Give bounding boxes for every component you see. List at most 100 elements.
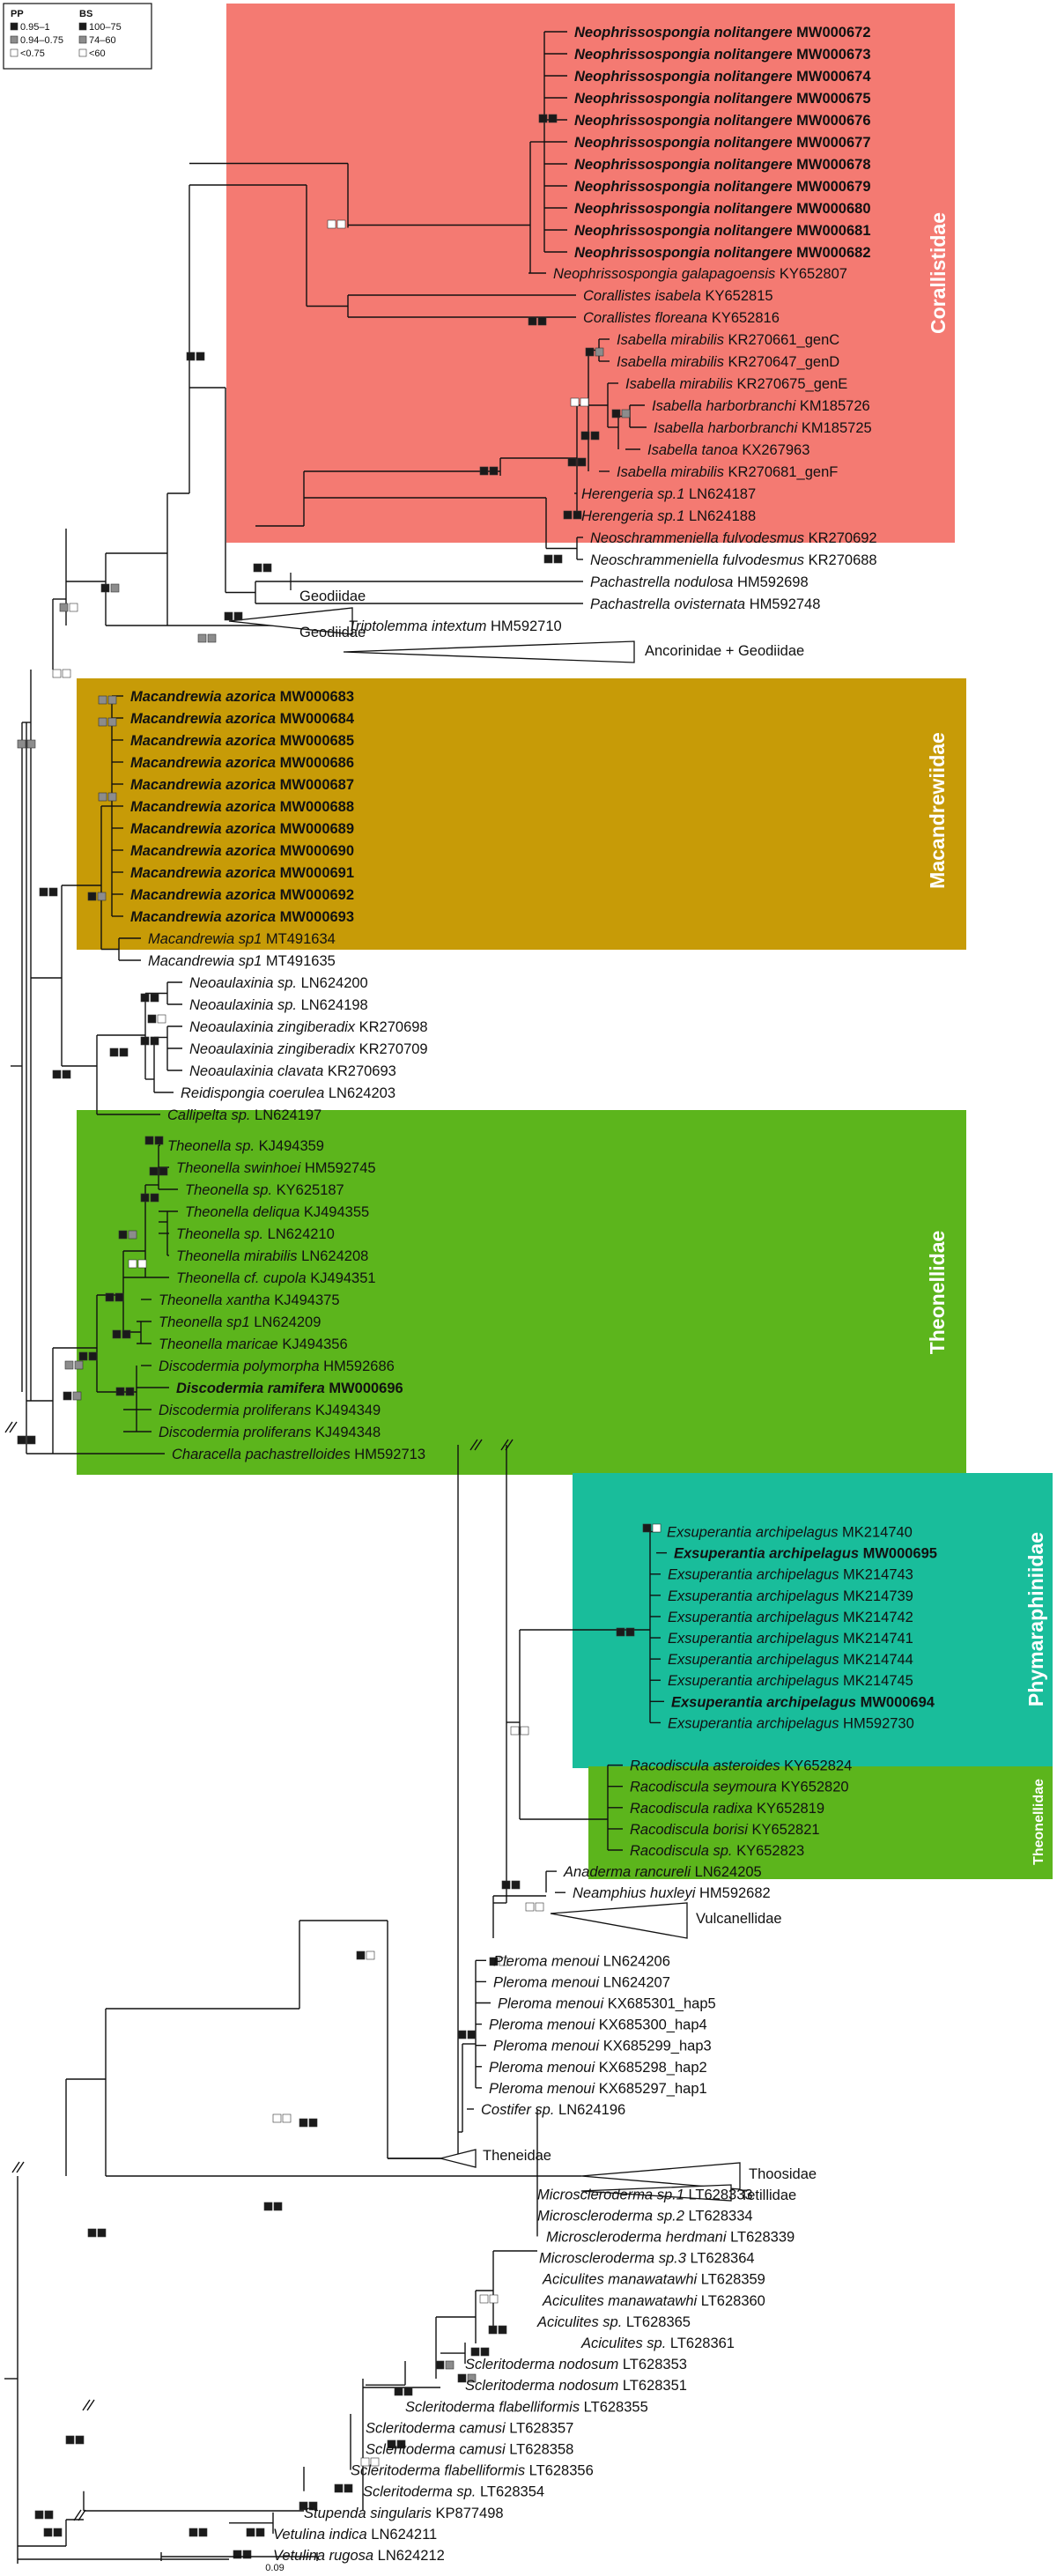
taxon-label: Racodiscula radixa KY652819	[630, 1801, 824, 1817]
taxon-label: Racodiscula borisi KY652821	[630, 1822, 820, 1838]
support-square	[611, 409, 621, 418]
support-square	[537, 316, 547, 326]
taxon-label: Exsuperantia archipelagus MK214744	[668, 1652, 913, 1668]
support-square	[595, 347, 604, 357]
clade-box	[573, 1473, 1053, 1768]
support-square	[224, 611, 233, 621]
taxon-label: Microscleroderma sp.3 LT628364	[539, 2251, 755, 2267]
taxon-label: Pachastrella ovisternata HM592748	[590, 596, 820, 612]
taxon-label: Isabella mirabilis KR270675_genE	[625, 376, 847, 392]
support-square	[499, 1957, 508, 1966]
support-square	[128, 1259, 137, 1269]
clade-labels: CorallistidaeMacandrewiidaeTheonellidaeP…	[926, 212, 1047, 1865]
support-square	[109, 1047, 119, 1057]
support-square	[535, 1902, 544, 1912]
taxon-label: Racodiscula sp. KY652823	[630, 1843, 804, 1859]
taxon-label: Neamphius huxleyi HM592682	[573, 1885, 771, 1901]
taxon-label: Theonella cf. cupola KJ494351	[176, 1270, 376, 1286]
clade-label: Theonellidae	[926, 1231, 949, 1355]
support-square	[87, 892, 97, 901]
taxon-label: Discodermia proliferans KJ494348	[159, 1425, 381, 1440]
legend-bs-title: BS	[79, 9, 92, 19]
collapsed-clade-triangle	[440, 2149, 477, 2168]
collapsed-clade-triangle	[550, 1902, 688, 1939]
support-square	[125, 1387, 135, 1396]
legend-box	[3, 3, 152, 70]
support-square	[242, 2550, 252, 2559]
collapsed-clade-label: Geodiidae	[299, 625, 366, 640]
taxon-label: Isabella harborbranchi KM185725	[654, 420, 872, 436]
support-square	[53, 2528, 63, 2537]
collapsed-clade-label: Thoosidae	[749, 2166, 817, 2182]
support-square	[87, 2228, 97, 2238]
support-square	[150, 993, 159, 1003]
taxon-label: Neophrissospongia nolitangere MW000676	[574, 113, 871, 129]
support-square	[72, 1391, 82, 1401]
support-square	[621, 409, 631, 418]
taxon-label: Neophrissospongia nolitangere MW000678	[574, 157, 871, 173]
taxon-label: Vetulina rugosa LN624212	[273, 2548, 445, 2564]
taxon-label: Neoaulaxinia sp. LN624198	[189, 997, 368, 1013]
taxon-label: Scleritoderma nodosum LT628351	[465, 2378, 687, 2394]
support-square	[567, 457, 577, 467]
taxon-label: Discodermia ramifera MW000696	[176, 1381, 403, 1396]
taxon-label: Stupenda singularis KP877498	[304, 2506, 504, 2521]
legend-swatch	[78, 35, 87, 44]
legend-pp-value: <0.75	[20, 48, 45, 59]
legend-pp-title: PP	[11, 9, 24, 19]
branch	[16, 2161, 25, 2173]
taxon-label: Theonella sp. KJ494359	[167, 1138, 324, 1154]
collapsed-clade-label: Vulcanellidae	[696, 1911, 782, 1927]
taxon-label: Neophrissospongia nolitangere MW000675	[574, 91, 871, 107]
taxon-label: Macandrewia azorica MW000688	[130, 799, 354, 815]
support-square	[149, 1166, 159, 1176]
support-square	[652, 1523, 662, 1533]
taxon-label: Exsuperantia archipelagus MK214743	[668, 1567, 913, 1583]
support-square	[528, 316, 537, 326]
support-square	[334, 2483, 344, 2493]
support-square	[457, 2373, 467, 2383]
taxon-label: Macandrewia azorica MW000685	[130, 733, 354, 749]
support-square	[115, 1387, 125, 1396]
collapsed-clade-triangle	[228, 607, 353, 635]
taxon-label: Neoaulaxinia zingiberadix KR270709	[189, 1041, 428, 1057]
support-square	[525, 1902, 535, 1912]
support-square	[366, 1951, 375, 1960]
support-square	[642, 1523, 652, 1533]
support-square	[157, 1014, 166, 1024]
legend-pp-value: 0.95–1	[20, 22, 50, 33]
taxon-label: Exsuperantia archipelagus HM592730	[668, 1715, 914, 1731]
support-square	[115, 1292, 124, 1302]
taxon-label: Neophrissospongia nolitangere MW000681	[574, 223, 871, 239]
taxon-label: Macandrewia azorica MW000692	[130, 887, 354, 903]
support-square	[74, 1360, 84, 1370]
support-square	[327, 219, 336, 229]
taxon-label: Macandrewia azorica MW000693	[130, 909, 354, 925]
support-square	[52, 669, 62, 678]
support-square	[336, 219, 346, 229]
support-square	[48, 887, 58, 897]
branch	[73, 2509, 82, 2521]
support-square	[435, 2360, 445, 2370]
taxon-label: Pleroma menoui KX685301_hap5	[498, 1995, 716, 2011]
taxon-label: Theonella mirabilis LN624208	[176, 1248, 368, 1264]
support-square	[186, 352, 196, 361]
legend-swatch	[10, 35, 18, 44]
taxon-label: Macandrewia azorica MW000684	[130, 711, 355, 727]
support-square	[207, 633, 217, 643]
taxon-label: Aciculites sp. LT628365	[536, 2314, 691, 2330]
support-square	[510, 1726, 520, 1736]
taxon-label: Isabella harborbranchi KM185726	[652, 398, 870, 414]
support-square	[97, 892, 107, 901]
taxon-label: Exsuperantia archipelagus MW000694	[671, 1694, 935, 1710]
support-square	[196, 352, 205, 361]
taxon-label: Neoschrammeniella fulvodesmus KR270692	[590, 530, 877, 546]
support-square	[308, 2501, 318, 2511]
taxon-label: Neoschrammeniella fulvodesmus KR270688	[590, 552, 877, 568]
taxon-label: Herengeria sp.1 LN624188	[581, 508, 756, 524]
taxon-label: Characella pachastrelloides HM592713	[172, 1447, 425, 1462]
clade-box	[77, 1110, 966, 1475]
taxon-label: Isabella tanoa KX267963	[647, 442, 809, 458]
